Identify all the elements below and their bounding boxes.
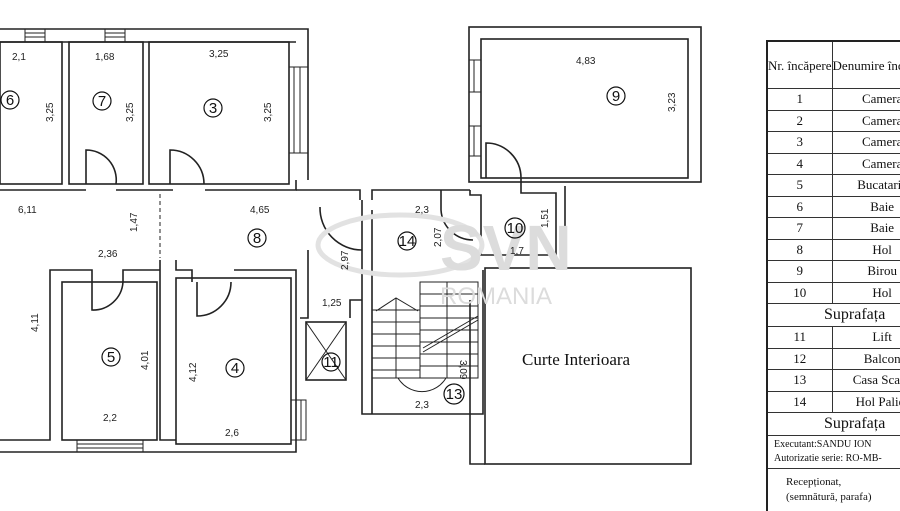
header-nr: Nr. încăpere bbox=[768, 42, 832, 89]
svg-text:1,51: 1,51 bbox=[540, 208, 551, 228]
svg-text:4,12: 4,12 bbox=[188, 362, 199, 382]
svg-text:1,68: 1,68 bbox=[95, 52, 115, 63]
section-suprafata-2: Suprafața bbox=[768, 413, 900, 436]
svg-text:6: 6 bbox=[6, 92, 14, 109]
svg-text:4: 4 bbox=[231, 360, 239, 377]
section-suprafata-1: Suprafața bbox=[768, 304, 900, 327]
svg-text:3,25: 3,25 bbox=[209, 49, 229, 60]
table-row: 5Bucatarie bbox=[768, 175, 900, 197]
svg-text:3,25: 3,25 bbox=[45, 102, 56, 122]
svg-text:3,23: 3,23 bbox=[667, 92, 678, 112]
svg-text:3,25: 3,25 bbox=[263, 102, 274, 122]
svg-text:4,83: 4,83 bbox=[576, 56, 596, 67]
svg-text:4,11: 4,11 bbox=[30, 313, 41, 332]
svg-text:3,09: 3,09 bbox=[457, 360, 468, 380]
svg-text:8: 8 bbox=[253, 230, 261, 247]
svg-text:1,7: 1,7 bbox=[510, 246, 524, 257]
svg-text:1,25: 1,25 bbox=[322, 298, 342, 309]
svg-text:1,47: 1,47 bbox=[129, 212, 140, 232]
svg-text:14: 14 bbox=[399, 233, 416, 250]
svg-text:5: 5 bbox=[107, 349, 115, 366]
floor-plan: SVN ROMANIA 2,1 3,25 1,68 3,25 3,25 3,25… bbox=[0, 0, 760, 506]
courtyard-label: Curte Interioara bbox=[522, 350, 631, 369]
svg-text:ROMANIA: ROMANIA bbox=[440, 283, 552, 310]
watermark: SVN ROMANIA bbox=[318, 212, 572, 310]
svg-text:4,01: 4,01 bbox=[140, 350, 151, 370]
svg-text:4,65: 4,65 bbox=[250, 205, 270, 216]
svg-text:9: 9 bbox=[612, 88, 620, 105]
svg-text:11: 11 bbox=[323, 354, 339, 371]
svg-text:3,25: 3,25 bbox=[125, 102, 136, 122]
svg-text:2,3: 2,3 bbox=[415, 205, 429, 216]
svg-text:2,97: 2,97 bbox=[340, 250, 351, 270]
receptionat-info: Recepționat,(semnătură, parafa) bbox=[768, 469, 900, 511]
svg-text:3: 3 bbox=[209, 100, 217, 117]
svg-text:2,2: 2,2 bbox=[103, 413, 117, 424]
svg-text:2,07: 2,07 bbox=[433, 227, 444, 247]
svg-text:7: 7 bbox=[98, 93, 106, 110]
svg-text:2,3: 2,3 bbox=[415, 400, 429, 411]
svg-text:2,6: 2,6 bbox=[225, 428, 239, 439]
svg-text:6,11: 6,11 bbox=[18, 205, 37, 216]
svg-text:2,1: 2,1 bbox=[12, 52, 26, 63]
svg-text:2,36: 2,36 bbox=[98, 249, 118, 260]
header-name: Denumire încăpere bbox=[832, 42, 900, 89]
svg-text:10: 10 bbox=[507, 220, 524, 237]
svg-text:13: 13 bbox=[446, 386, 463, 403]
